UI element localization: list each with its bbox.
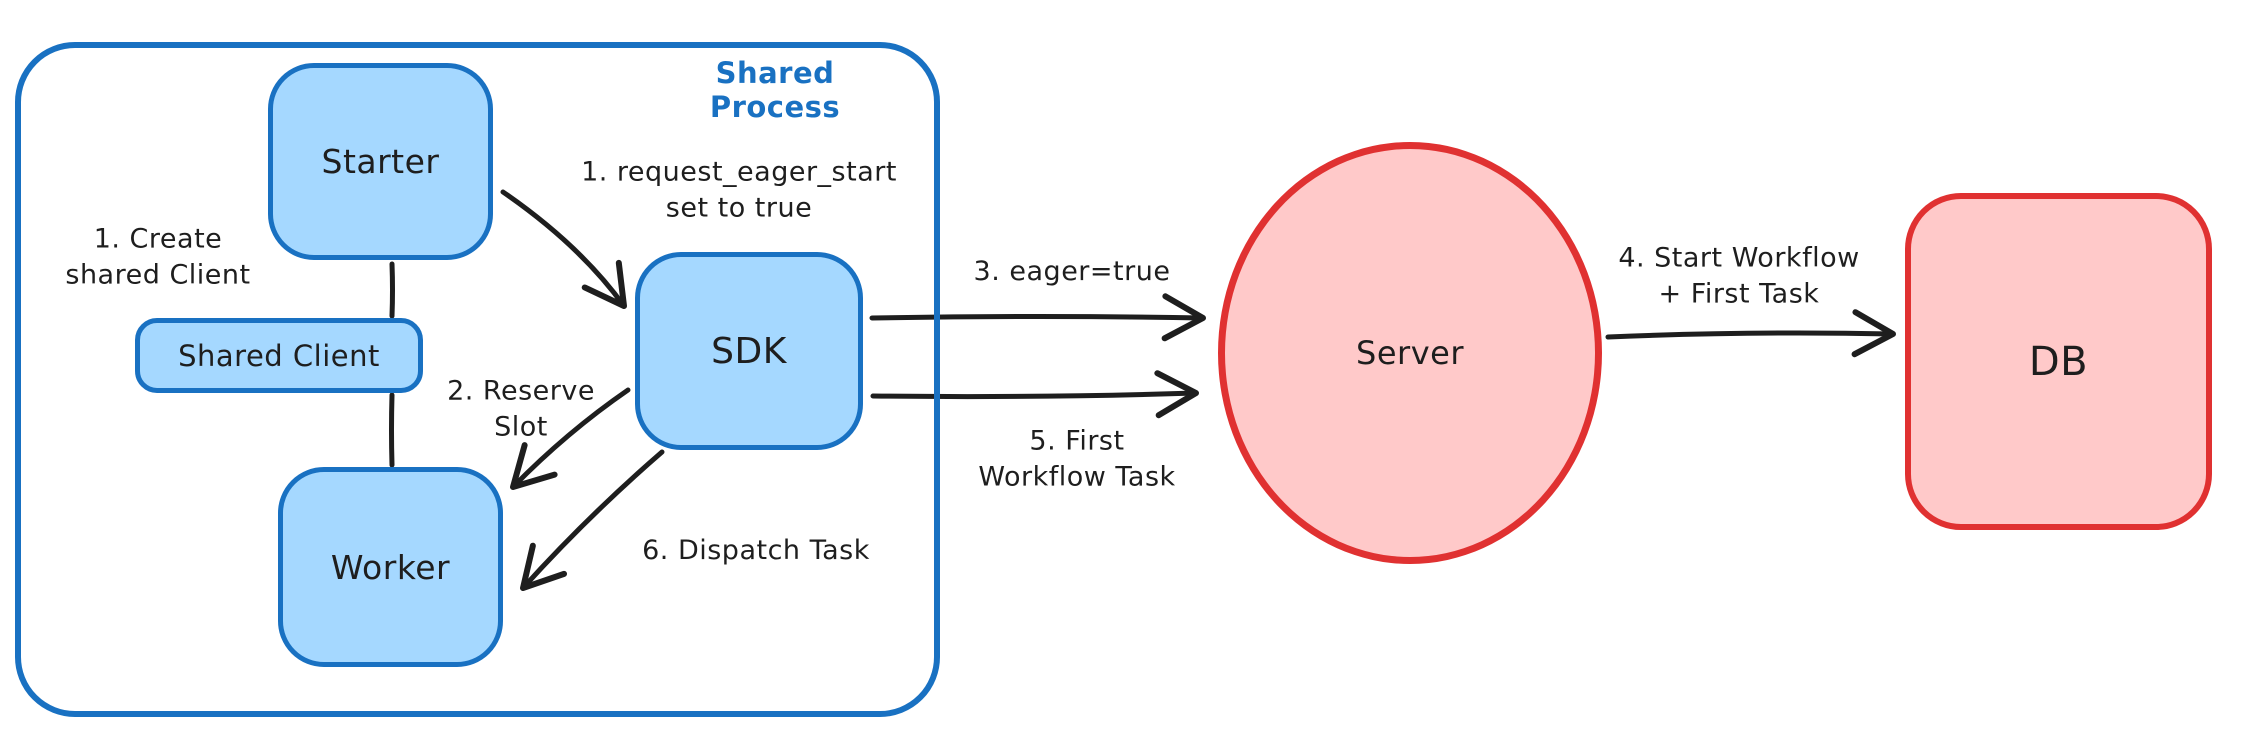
sdk-label: SDK [711, 330, 787, 372]
starter-label: Starter [321, 142, 440, 181]
worker-label: Worker [330, 547, 451, 587]
starter-node: Starter [268, 63, 493, 260]
annotation-eager-true: 3. eager=true [973, 256, 1171, 288]
connector-shared-client-worker [389, 392, 395, 468]
connector-starter-shared-client [389, 261, 395, 319]
db-node: DB [1905, 193, 2212, 530]
arrow-starter-to-sdk [500, 189, 627, 309]
shared-process-container [15, 42, 940, 717]
shared-process-label: Shared Process [709, 56, 841, 124]
server-label: Server [1356, 334, 1464, 372]
server-node: Server [1218, 142, 1602, 564]
shared-client-label: Shared Client [178, 338, 380, 373]
annotation-request-eager-start: 1. request_eager_start set to true [581, 156, 897, 223]
sdk-node: SDK [635, 252, 863, 450]
arrow-sdk-to-worker-dispatch [520, 449, 665, 591]
annotation-reserve-slot: 2. Reserve Slot [447, 375, 595, 442]
arrow-sdk-to-server-eager [869, 293, 1206, 342]
db-label: DB [2028, 338, 2089, 385]
annotation-create-shared-client: 1. Create shared Client [65, 223, 251, 290]
annotation-first-workflow-task: 5. First Workflow Task [978, 425, 1176, 492]
arrow-sdk-to-server-first-task [870, 370, 1199, 419]
arrow-server-to-db [1605, 309, 1896, 358]
annotation-start-workflow: 4. Start Workflow + First Task [1618, 242, 1860, 309]
arrow-sdk-to-worker-reserve [510, 387, 631, 490]
shared-client-node: Shared Client [135, 318, 423, 393]
annotation-dispatch-task: 6. Dispatch Task [642, 535, 870, 567]
worker-node: Worker [278, 467, 503, 667]
